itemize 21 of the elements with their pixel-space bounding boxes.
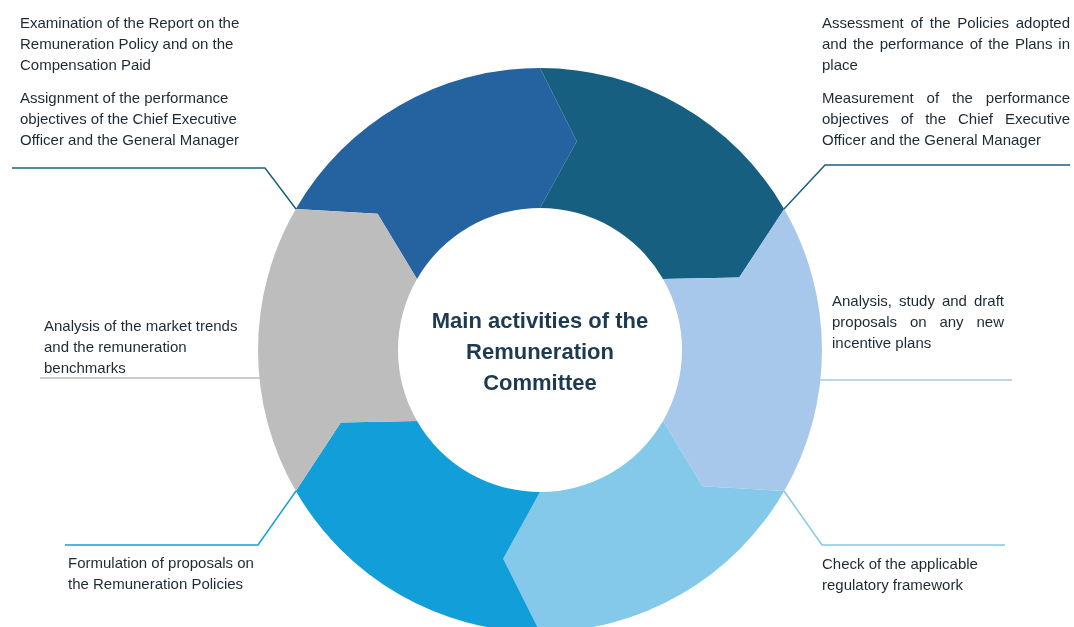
leader-line: [783, 490, 1006, 546]
leader-line: [39, 377, 263, 379]
leader-line: [64, 490, 297, 546]
activity-text: Formulation of proposals on the Remuneration Policies: [68, 552, 258, 594]
activity-text: Assessment of the Policies adopted and the performance of the Plans in place: [822, 13, 1070, 75]
activity-text: Analysis of the market trends and the remuneration benchmarks: [44, 315, 244, 378]
activity-text: Examination of the Report on the Remuneration Policy and on the Compensation Paid: [20, 13, 241, 75]
leader-line: [817, 379, 1013, 381]
activity-text: Measurement of the performance objectives of the Chief Executive Officer and the General Manager: [822, 88, 1070, 150]
ring-arrow-segment: [295, 68, 577, 279]
leader-line: [783, 164, 1071, 210]
activity-text: Analysis, study and draft proposals on any new incentive plans: [832, 290, 1004, 353]
center-title: Main activities of the Remuneration Committee: [430, 305, 650, 398]
ring-arrow-segment: [295, 421, 540, 627]
ring-arrow-segment: [663, 209, 822, 491]
ring-arrow-segment: [258, 209, 417, 491]
ring-arrow-segment: [503, 421, 785, 627]
activity-text: Assignment of the performance objectives of the Chief Executive Officer and the General Manager: [20, 88, 241, 150]
leader-line: [11, 167, 297, 210]
ring-arrow-segment: [540, 68, 785, 279]
activity-text: Check of the applicable regulatory framework: [822, 553, 1002, 595]
